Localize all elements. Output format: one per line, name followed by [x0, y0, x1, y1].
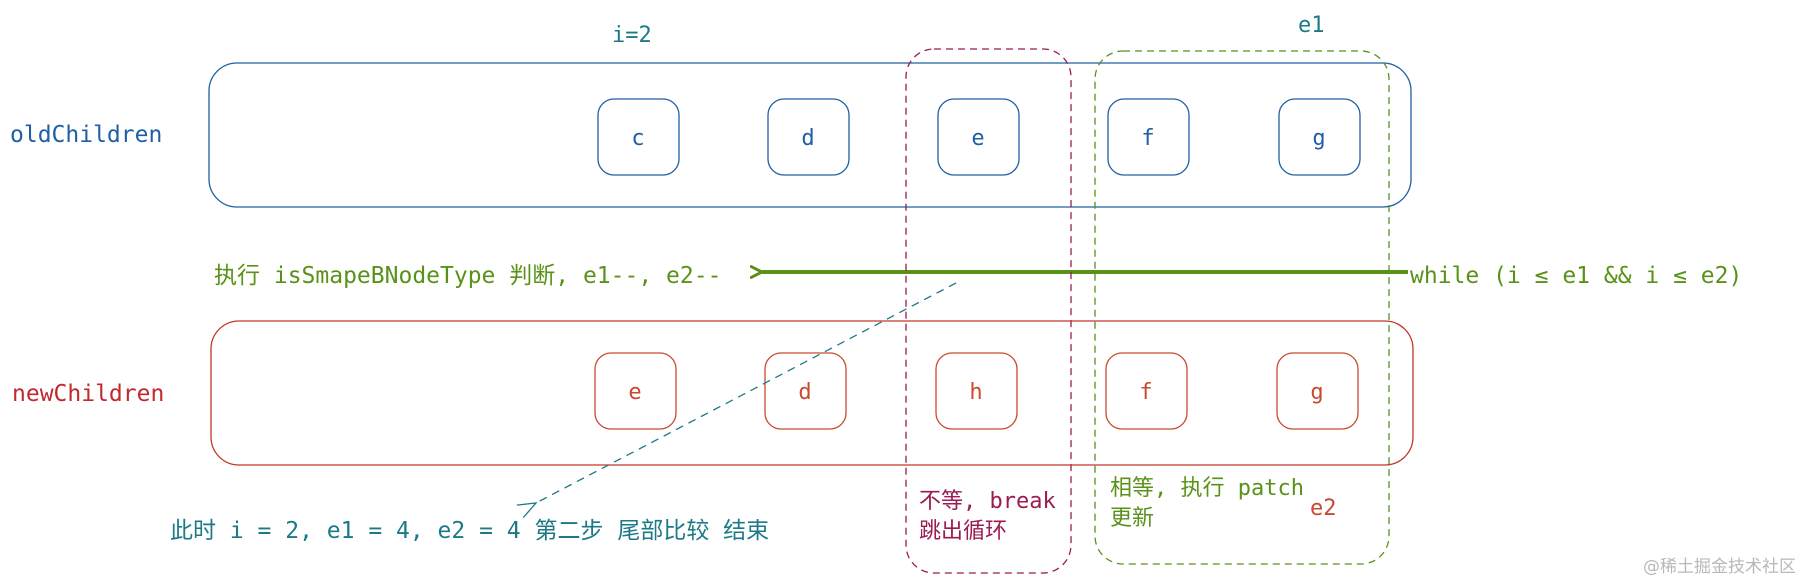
old-node-label: e [971, 126, 984, 151]
e2-label: e2 [1310, 496, 1337, 521]
old-node-list: c d e f g [597, 98, 1361, 176]
watermark: @稀土掘金技术社区 [1643, 557, 1796, 577]
old-node-box [937, 98, 1020, 176]
old-node-box [1278, 98, 1361, 176]
equal-dashed-box [1094, 50, 1390, 565]
new-node-label: g [1310, 380, 1323, 405]
e1-label: e1 [1298, 13, 1325, 38]
equal-text-line1: 相等, 执行 patch [1110, 476, 1304, 501]
i-label: i=2 [612, 23, 652, 48]
new-node-box [594, 352, 677, 430]
old-node-label: f [1141, 126, 1154, 151]
while-condition: while (i ≤ e1 && i ≤ e2) [1410, 263, 1742, 289]
new-children-container [210, 320, 1414, 466]
new-node-box [935, 352, 1018, 430]
new-node-label: e [628, 380, 641, 405]
new-node-label: h [969, 380, 982, 405]
old-node-box [597, 98, 680, 176]
old-node-label: d [801, 126, 814, 151]
old-node-label: c [631, 126, 644, 151]
new-node-box [1105, 352, 1188, 430]
break-dashed-box [905, 48, 1072, 574]
action-text: 执行 isSmapeBNodeType 判断, e1--, e2-- [214, 263, 721, 289]
old-children-label: oldChildren [10, 122, 162, 148]
old-children-container [208, 62, 1412, 208]
result-text: 此时 i = 2, e1 = 4, e2 = 4 第二步 尾部比较 结束 [170, 518, 769, 544]
new-node-label: d [798, 380, 811, 405]
new-node-box [764, 352, 847, 430]
new-node-box [1276, 352, 1359, 430]
result-pointer-arrow [536, 282, 957, 503]
old-node-label: g [1312, 126, 1325, 151]
old-node-box [767, 98, 850, 176]
new-children-label: newChildren [12, 381, 164, 407]
new-node-list: e d h f g [594, 352, 1359, 430]
break-text-line2: 跳出循环 [919, 519, 1007, 544]
old-node-box [1107, 98, 1190, 176]
new-node-label: f [1139, 380, 1152, 405]
break-text-line1: 不等, break [919, 489, 1056, 514]
equal-text-line2: 更新 [1110, 506, 1154, 531]
